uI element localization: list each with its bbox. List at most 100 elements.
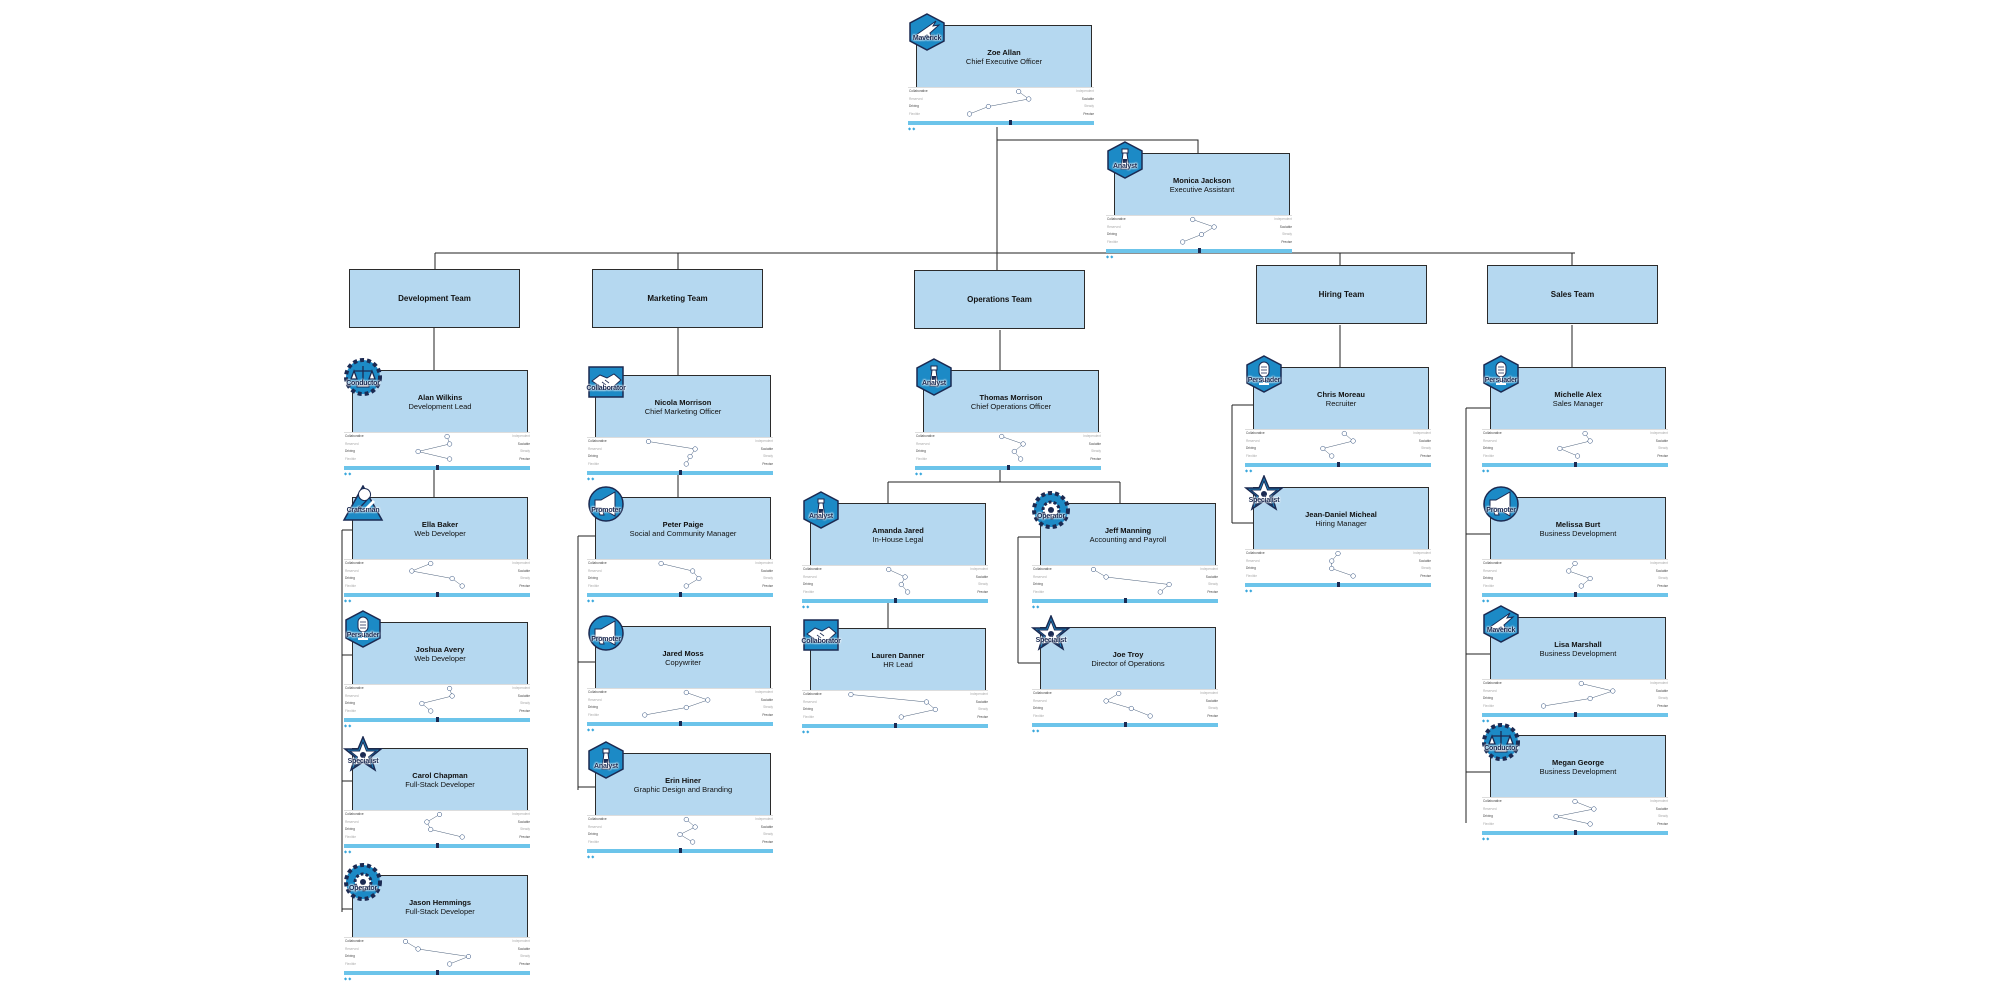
- person-name: Monica Jackson: [1173, 175, 1231, 185]
- card-footer-mark: ◆ ◆: [915, 471, 923, 476]
- person-name: Erin Hiner: [665, 775, 701, 785]
- badge-label: Persuader: [1484, 377, 1518, 384]
- trait-point: [683, 689, 689, 696]
- trait-label-right: Precise: [1420, 573, 1431, 578]
- trait-label-left: Driving: [1483, 814, 1493, 818]
- trait-point: [428, 826, 434, 833]
- person-title: Development Lead: [408, 401, 472, 411]
- trait-point: [1587, 438, 1593, 444]
- handshake-icon: Collaborator: [800, 616, 842, 662]
- profile-marker: [679, 848, 682, 853]
- team-box-dev[interactable]: Development Team: [349, 269, 520, 328]
- trait-point: [428, 708, 434, 714]
- badge-label: Specialist: [347, 758, 379, 765]
- trait-label-left: Collaborative: [1483, 799, 1502, 803]
- trait-label-right: Independent: [512, 561, 530, 565]
- team-box-mkt[interactable]: Marketing Team: [592, 269, 763, 328]
- person-title: In-House Legal: [872, 534, 924, 544]
- person-name: Melissa Burt: [1555, 519, 1601, 529]
- trait-point: [683, 461, 689, 467]
- trait-label-right: Precise: [1083, 111, 1094, 116]
- badge-label: Analyst: [922, 380, 946, 387]
- trait-label-right: Precise: [1281, 239, 1292, 244]
- trait-point: [696, 575, 702, 582]
- trait-label-right: Steady: [763, 832, 773, 836]
- trait-plot: [1320, 430, 1356, 459]
- badge-label: Maverick: [912, 35, 942, 42]
- trait-label-right: Precise: [1207, 589, 1218, 594]
- trait-label-right: Sociable: [517, 819, 530, 824]
- trait-label-left: Flexible: [803, 714, 814, 719]
- trait-point: [1572, 798, 1578, 805]
- team-box-sal[interactable]: Sales Team: [1487, 265, 1658, 324]
- trait-plot: [658, 560, 702, 589]
- trait-label-left: Flexible: [588, 839, 599, 844]
- trait-point: [690, 839, 696, 845]
- trait-label-left: Reserved: [1483, 688, 1497, 693]
- trait-plot: [1329, 550, 1356, 579]
- profile-marker: [1574, 462, 1577, 467]
- profile-marker: [436, 843, 439, 848]
- lighthouse-icon: Analyst: [585, 741, 627, 787]
- team-box-hir[interactable]: Hiring Team: [1256, 265, 1427, 324]
- megaphone-icon: Promoter: [1480, 485, 1522, 531]
- team-box-ops[interactable]: Operations Team: [914, 270, 1085, 329]
- trait-point: [1540, 703, 1547, 709]
- card-footer-mark: ◆ ◆: [802, 604, 810, 609]
- card-footer-mark: ◆ ◆: [1482, 718, 1490, 723]
- trait-label-right: Steady: [1091, 449, 1101, 453]
- trait-label-left: Reserved: [588, 697, 602, 702]
- trait-plot: [1557, 430, 1593, 459]
- trait-label-right: Sociable: [1655, 688, 1668, 693]
- trait-point: [459, 834, 465, 840]
- trait-label-left: Driving: [1033, 706, 1043, 710]
- trait-label-right: Steady: [763, 705, 773, 709]
- profile-marker: [679, 470, 682, 475]
- jet-icon: Maverick: [1480, 605, 1522, 651]
- profile-bar: [1482, 592, 1668, 597]
- badge-label: Collaborator: [801, 638, 841, 645]
- trait-point: [687, 453, 693, 460]
- trait-point: [449, 693, 455, 699]
- person-title: Chief Marketing Officer: [644, 406, 722, 416]
- card-footer-mark: ◆ ◆: [1106, 254, 1114, 259]
- profile-marker: [894, 723, 897, 728]
- profile-marker: [1124, 598, 1127, 603]
- trait-label-left: Collaborative: [909, 89, 928, 93]
- trait-label-right: Independent: [512, 812, 530, 816]
- badge-label: Persuader: [1247, 377, 1281, 384]
- trait-label-left: Reserved: [1483, 568, 1497, 573]
- star-icon: Specialist: [1243, 474, 1285, 521]
- trait-plot: [645, 438, 698, 467]
- card-footer-mark: ◆ ◆: [1245, 588, 1253, 593]
- trait-label-right: Steady: [1282, 232, 1292, 236]
- trait-label-right: Steady: [763, 454, 773, 458]
- trait-label-left: Driving: [803, 707, 813, 711]
- trait-point: [690, 568, 696, 574]
- trait-label-right: Independent: [512, 939, 530, 943]
- person-name: Zoe Allan: [987, 47, 1021, 57]
- trait-label-right: Sociable: [1279, 224, 1292, 229]
- profile-bar: [1032, 722, 1218, 727]
- trait-label-right: Precise: [977, 714, 988, 719]
- person-name: Michelle Alex: [1554, 389, 1602, 399]
- trait-label-left: Driving: [588, 705, 598, 709]
- trait-point: [1329, 453, 1335, 459]
- badge-label: Analyst: [809, 513, 833, 520]
- trait-label-right: Steady: [763, 576, 773, 580]
- trait-label-right: Sociable: [1655, 806, 1668, 811]
- person-title: Graphic Design and Branding: [633, 784, 733, 794]
- trait-line: [648, 441, 696, 465]
- trait-line: [1559, 433, 1591, 457]
- card-footer-mark: ◆ ◆: [1032, 604, 1040, 609]
- person-name: Lauren Danner: [871, 650, 925, 660]
- trait-plot: [409, 560, 465, 589]
- trait-label-left: Flexible: [345, 708, 356, 713]
- card-footer-mark: ◆ ◆: [587, 727, 595, 732]
- trait-label-right: Precise: [1657, 453, 1668, 458]
